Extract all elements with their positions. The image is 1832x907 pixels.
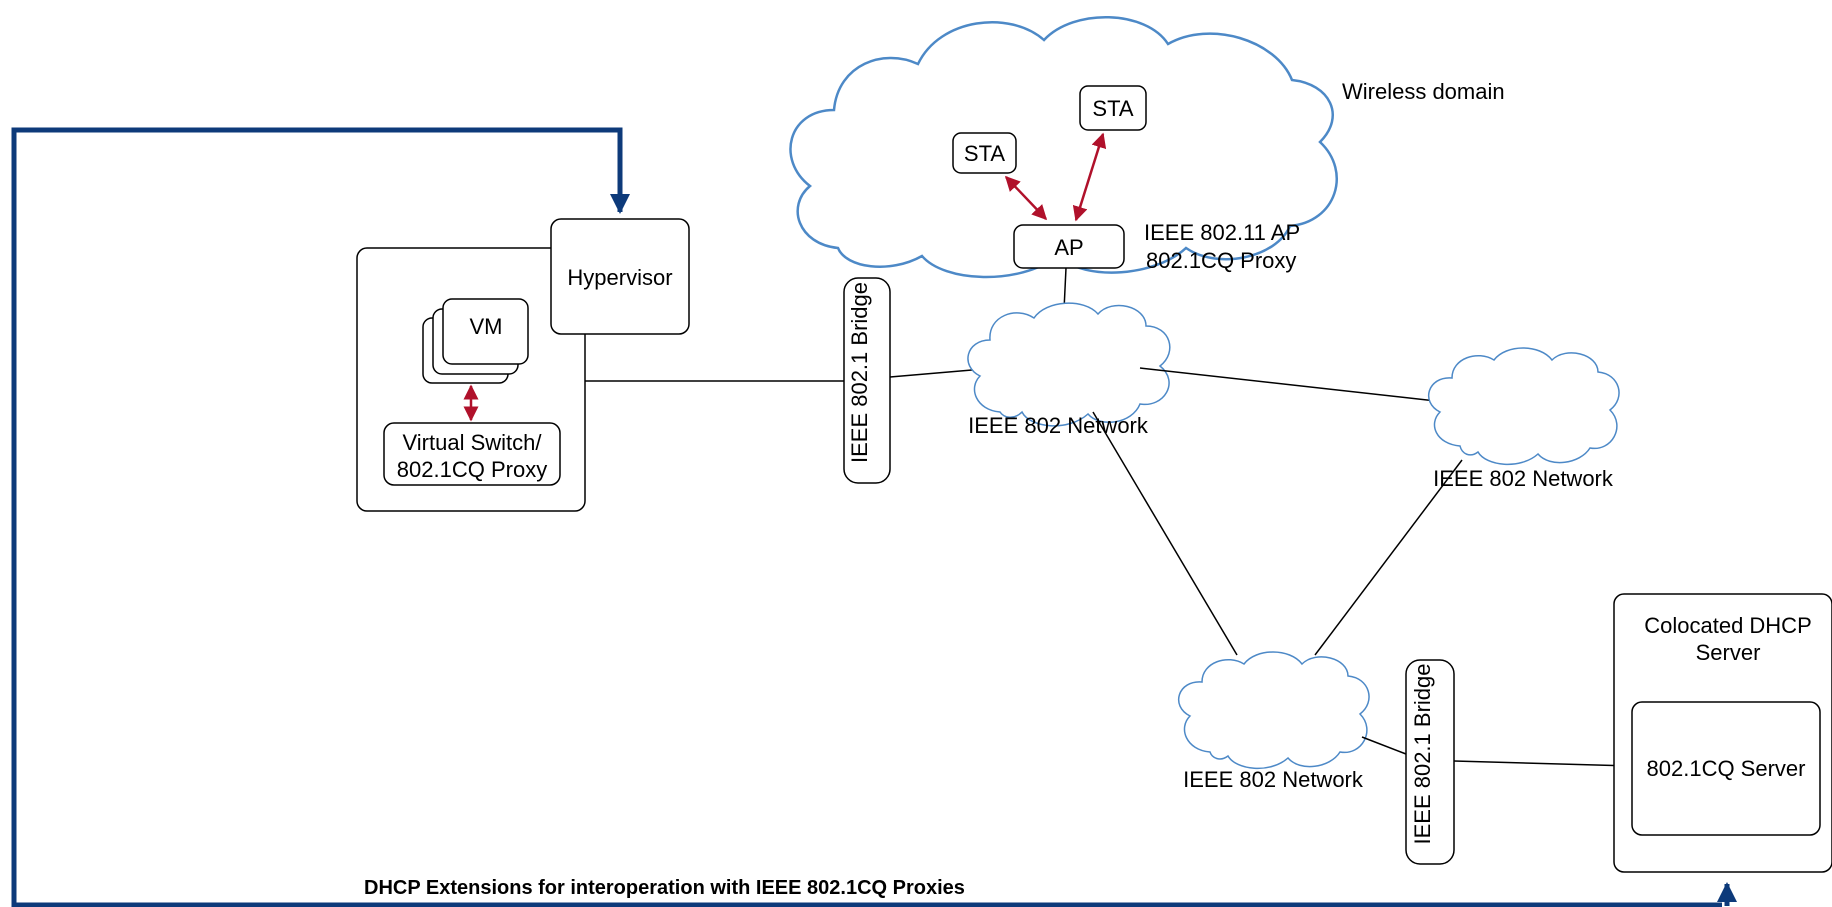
vm-stack: VM [422,298,529,384]
ap-description-line1: IEEE 802.11 AP [1144,220,1300,245]
network-label-right: IEEE 802 Network [1433,466,1614,491]
bridge-node-2: IEEE 802.1 Bridge [1405,659,1455,865]
colocated-dhcp-label-line1: Colocated DHCP [1644,613,1812,638]
hypervisor-node: Hypervisor [550,218,690,335]
802-1cq-server-label: 802.1CQ Server [1647,756,1806,781]
sta2-ap-link-arrow [1072,132,1107,222]
bridge-node-1: IEEE 802.1 Bridge [843,277,891,484]
bridge-label-1: IEEE 802.1 Bridge [847,282,872,463]
bottom-network-to-bridge2-link [1361,736,1407,755]
vm-label: VM [470,314,503,339]
sta-node-2: STA [1079,85,1147,131]
wireless-domain-label: Wireless domain [1342,79,1505,104]
center-to-bottom-network-link [1092,411,1238,656]
network-label-bottom: IEEE 802 Network [1183,767,1364,792]
sta-label-2: STA [1092,96,1133,121]
sta-label-1: STA [964,141,1005,166]
hypervisor-label: Hypervisor [567,265,672,290]
feedback-loop-line [11,127,1722,907]
network-cloud-bottom [1178,651,1370,770]
sta1-ap-link-arrow [1004,175,1048,221]
ap-label: AP [1054,235,1083,260]
virtual-switch-node: Virtual Switch/ 802.1CQ Proxy [383,422,561,486]
virtual-switch-label-line2: 802.1CQ Proxy [397,457,547,482]
center-to-right-network-link [1139,367,1437,402]
802-1cq-server-node: 802.1CQ Server [1631,701,1821,836]
right-to-bottom-network-link [1314,459,1463,656]
virtual-switch-label-line1: Virtual Switch/ [403,430,543,455]
ap-description-line2: 802.1CQ Proxy [1146,248,1296,273]
colocated-dhcp-label-line2: Server [1696,640,1761,665]
network-label-center: IEEE 802 Network [968,413,1149,438]
ap-node: AP [1013,224,1125,269]
bridge2-to-server-link [1453,760,1633,767]
bridge-label-2: IEEE 802.1 Bridge [1410,663,1435,844]
diagram-caption: DHCP Extensions for interoperation with … [364,877,965,899]
network-cloud-center [967,302,1171,427]
network-cloud-right [1428,347,1620,466]
sta-node-1: STA [952,132,1017,174]
bridge1-to-network-link [889,369,973,378]
